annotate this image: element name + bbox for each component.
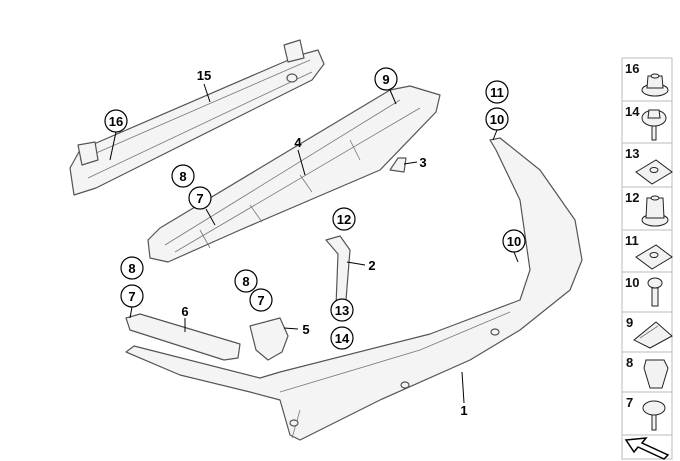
clip-nut-icon (635, 244, 673, 270)
direction-arrow-icon (624, 437, 670, 460)
hex-screw-washer-icon (641, 109, 667, 141)
svg-text:16: 16 (109, 114, 123, 129)
self-tapping-screw-icon (642, 400, 666, 431)
svg-text:16: 16 (625, 61, 639, 76)
callout-12: 12 (332, 207, 356, 231)
label-5: 5 (302, 322, 309, 337)
svg-text:7: 7 (196, 191, 203, 206)
hex-nut-collar-icon (641, 73, 669, 97)
legend-item-16: 16 (621, 57, 673, 102)
svg-text:14: 14 (335, 331, 350, 346)
spring-clip-icon (633, 321, 673, 349)
callout-7c: 7 (249, 288, 273, 312)
callout-14: 14 (330, 326, 354, 350)
label-1: 1 (460, 403, 467, 418)
svg-text:8: 8 (179, 169, 186, 184)
callout-11: 11 (485, 80, 509, 104)
svg-text:11: 11 (490, 85, 504, 100)
svg-text:14: 14 (625, 104, 640, 119)
svg-text:9: 9 (382, 72, 389, 87)
fastener-legend: 16 14 13 12 11 10 9 8 7 (621, 57, 673, 460)
svg-text:8: 8 (242, 274, 249, 289)
svg-text:11: 11 (625, 233, 639, 248)
leader-lines (109, 83, 519, 404)
expanding-nut-icon (643, 359, 669, 389)
svg-text:9: 9 (626, 315, 633, 330)
legend-item-14: 14 (621, 100, 673, 144)
legend-item-11: 11 (621, 229, 673, 273)
legend-item-12: 12 (621, 186, 673, 231)
callout-9: 9 (374, 67, 398, 91)
legend-item-9: 9 (621, 311, 673, 353)
label-3: 3 (419, 155, 426, 170)
clip-nut-icon (635, 159, 673, 185)
part-2 (325, 235, 351, 307)
svg-text:12: 12 (625, 190, 639, 205)
callout-10b: 10 (502, 229, 526, 253)
svg-text:10: 10 (507, 234, 521, 249)
legend-item-7: 7 (621, 391, 673, 436)
svg-text:13: 13 (335, 303, 349, 318)
part-4-bracket (147, 85, 441, 263)
callout-8a: 8 (171, 164, 195, 188)
callout-7b: 7 (120, 284, 144, 308)
part-1-bumper-cover (125, 137, 583, 441)
callout-10a: 10 (485, 107, 509, 131)
part-6 (125, 313, 241, 361)
label-2: 2 (368, 258, 375, 273)
svg-text:8: 8 (128, 261, 135, 276)
svg-text:10: 10 (625, 275, 639, 290)
legend-item-8: 8 (621, 351, 673, 393)
callout-8c: 8 (234, 269, 258, 293)
part-5 (249, 317, 289, 361)
part-3 (389, 157, 407, 173)
callout-8b: 8 (120, 256, 144, 280)
label-4: 4 (294, 135, 302, 150)
svg-text:7: 7 (626, 395, 633, 410)
collar-nut-icon (641, 195, 669, 227)
svg-text:13: 13 (625, 146, 639, 161)
legend-item-10: 10 (621, 271, 673, 313)
legend-arrow-cell (621, 434, 673, 460)
svg-text:8: 8 (626, 355, 633, 370)
label-15: 15 (197, 68, 211, 83)
callout-7a: 7 (188, 186, 212, 210)
svg-text:10: 10 (490, 112, 504, 127)
svg-text:7: 7 (257, 293, 264, 308)
svg-text:12: 12 (337, 212, 351, 227)
part-15-carrier-bar (69, 39, 325, 196)
screw-icon (647, 277, 663, 307)
callout-16: 16 (104, 109, 128, 133)
callout-13: 13 (330, 298, 354, 322)
svg-text:7: 7 (128, 289, 135, 304)
label-6: 6 (181, 304, 188, 319)
legend-item-13: 13 (621, 142, 673, 188)
